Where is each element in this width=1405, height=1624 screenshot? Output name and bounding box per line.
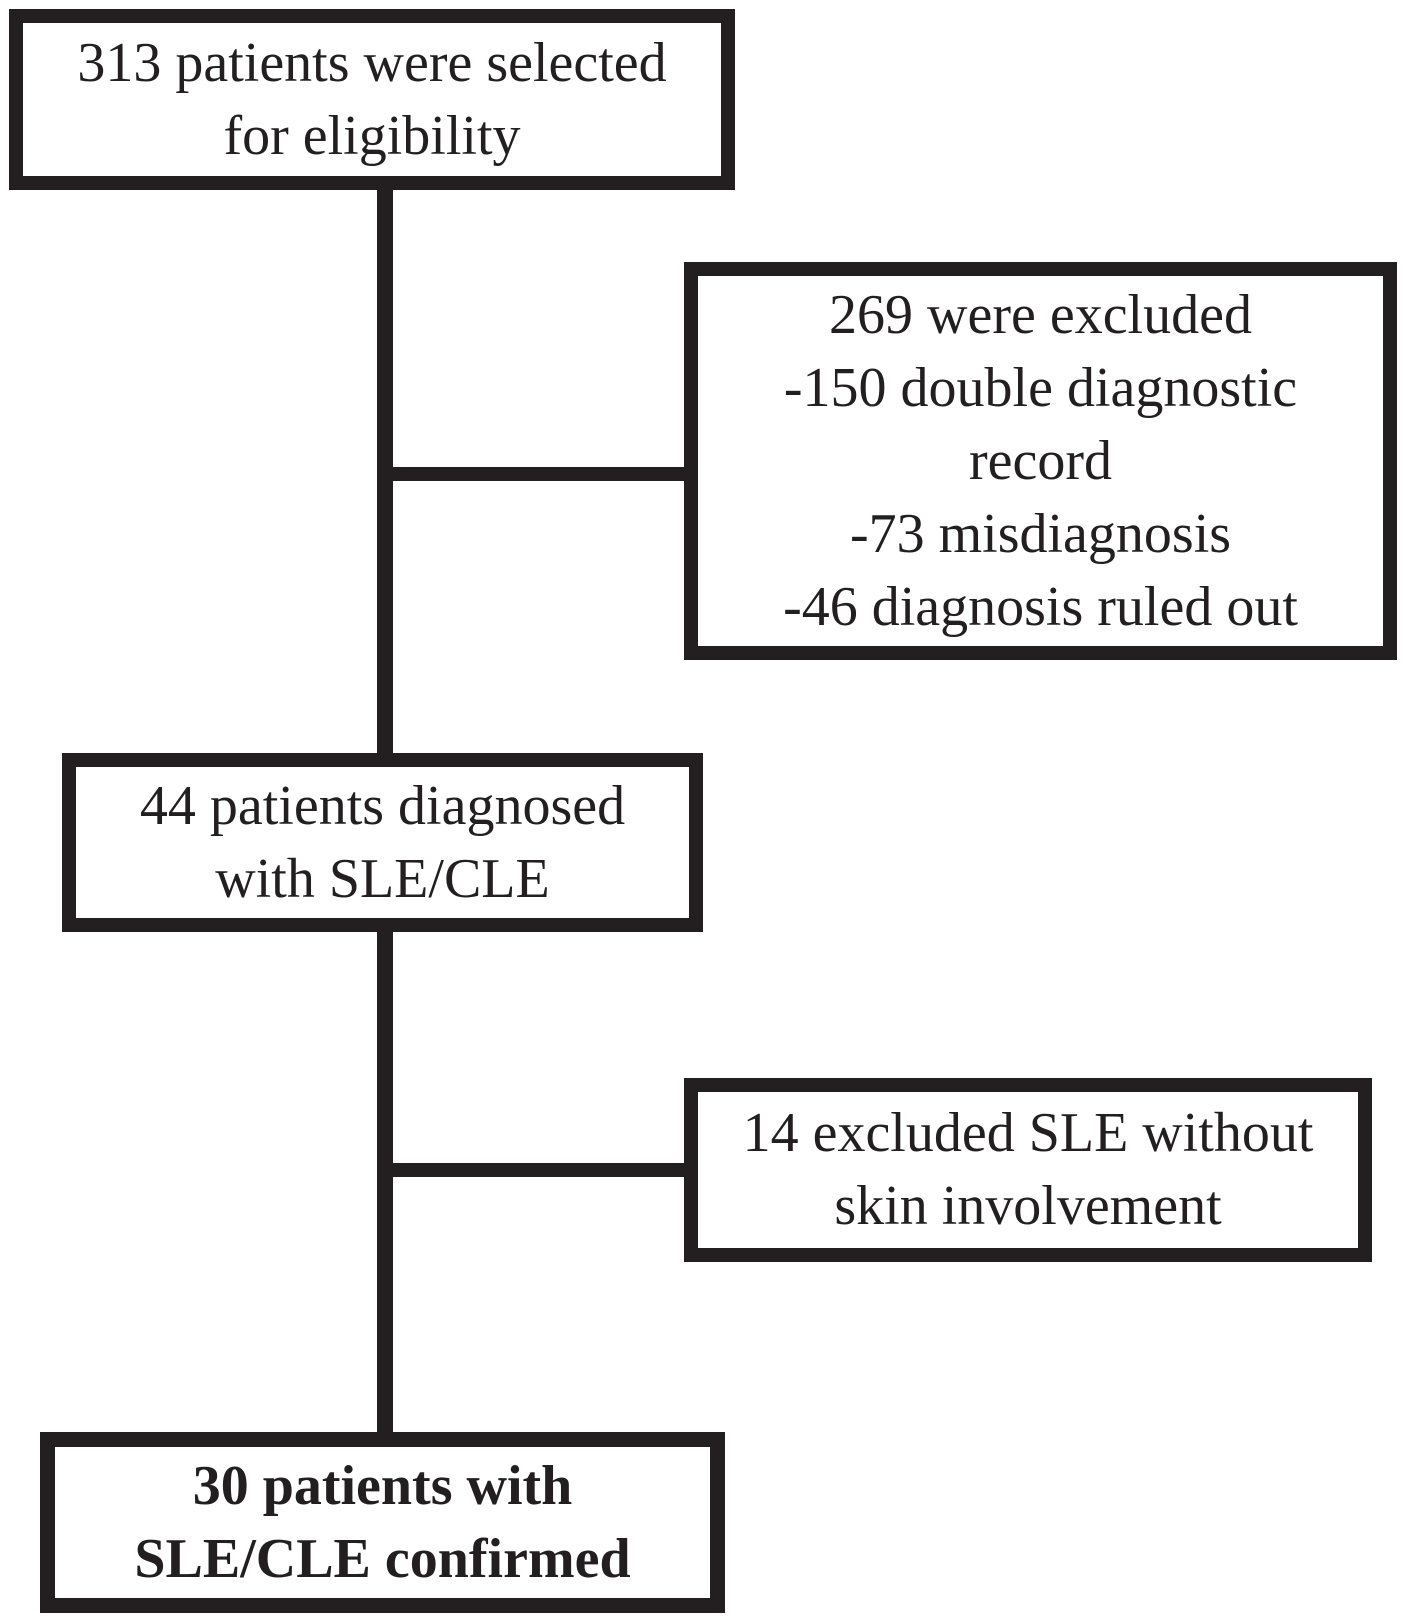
node-text-line: -150 double diagnostic: [783, 356, 1298, 419]
connector-branch-to-excluded-skin: [385, 1163, 692, 1177]
node-text-line: with SLE/CLE: [215, 847, 550, 910]
node-text-line: 313 patients were selected: [77, 31, 667, 94]
node-text-line: 30 patients with: [192, 1454, 573, 1517]
node-text-line: record: [968, 429, 1112, 492]
node-text-line: SLE/CLE confirmed: [134, 1527, 631, 1590]
node-text-line: 44 patients diagnosed: [139, 774, 626, 837]
node-text-line: -46 diagnosis ruled out: [783, 575, 1298, 638]
node-text-line: skin involvement: [834, 1175, 1222, 1237]
node-excluded-no-skin-involvement: 14 excluded SLE without skin involvement: [684, 1078, 1372, 1262]
node-patients-diagnosed: 44 patients diagnosed with SLE/CLE: [62, 753, 703, 932]
node-patients-selected: 313 patients were selected for eligibili…: [9, 9, 735, 190]
node-text-line: -73 misdiagnosis: [849, 502, 1232, 565]
node-text-line: for eligibility: [223, 104, 521, 167]
node-patients-excluded: 269 were excluded -150 double diagnostic…: [684, 262, 1397, 660]
node-patients-confirmed: 30 patients with SLE/CLE confirmed: [40, 1432, 725, 1613]
connector-diagnosed-to-confirmed: [377, 925, 393, 1440]
node-text-line: 269 were excluded: [829, 283, 1252, 346]
node-text-line: 14 excluded SLE without: [742, 1102, 1314, 1164]
connector-branch-to-excluded: [385, 467, 692, 481]
